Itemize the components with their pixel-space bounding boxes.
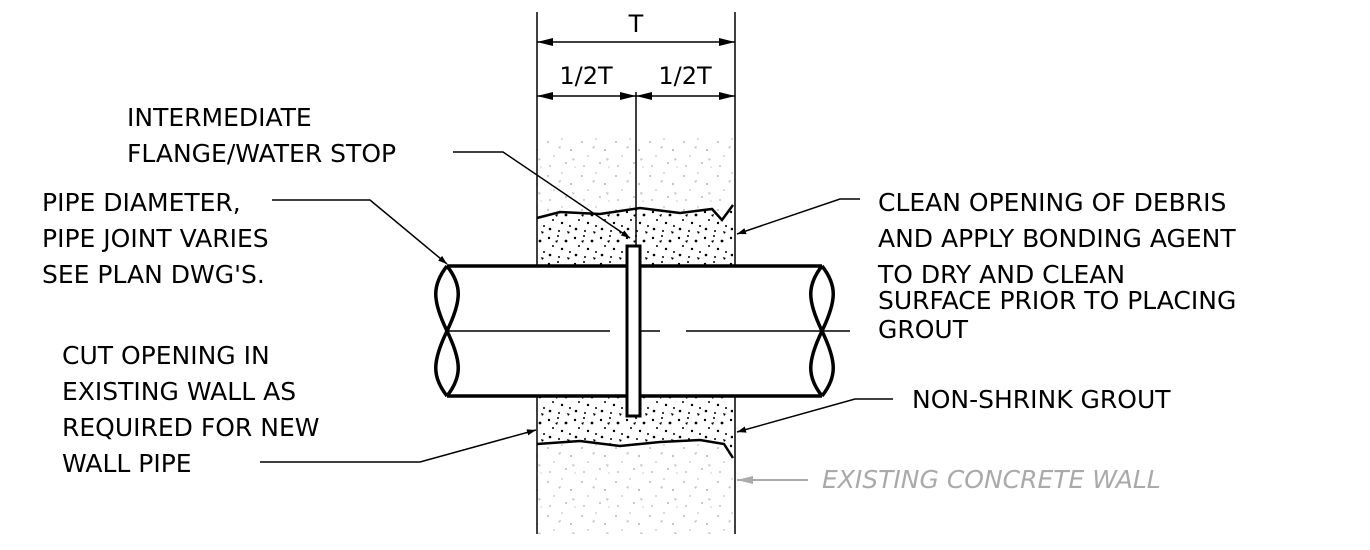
grout-leader — [736, 398, 893, 433]
pipe-leader — [272, 199, 448, 265]
opening-leader — [260, 429, 537, 463]
dimension-half-right-label: 1/2T — [658, 62, 712, 90]
bonding-callout-line-5: GROUT — [878, 315, 969, 344]
bonding-leader — [736, 198, 860, 235]
opening-callout-line-4: WALL PIPE — [62, 449, 192, 478]
pipe-callout-line-1: PIPE DIAMETER, — [42, 188, 241, 217]
lower-grout-break-line — [536, 438, 735, 459]
pipe-callout-line-3: SEE PLAN DWG'S. — [42, 260, 265, 289]
flange-callout-line-2: FLANGE/WATER STOP — [127, 139, 396, 168]
pipe-callout-line-2: PIPE JOINT VARIES — [42, 224, 269, 253]
opening-callout-line-2: EXISTING WALL AS — [62, 377, 296, 406]
upper-grout — [537, 205, 733, 266]
lower-grout — [537, 396, 733, 458]
opening-callout-line-1: CUT OPENING IN — [62, 341, 270, 370]
dimension-t-label: T — [628, 10, 644, 38]
opening-callout-line-3: REQUIRED FOR NEW — [62, 413, 319, 442]
water-stop-flange — [625, 244, 642, 418]
flange-callout-line-1: INTERMEDIATE — [127, 103, 312, 132]
bonding-callout-line-2: AND APPLY BONDING AGENT — [878, 224, 1236, 253]
bonding-callout-line-4: SURFACE PRIOR TO PLACING — [878, 286, 1236, 315]
dimension-half-left-label: 1/2T — [559, 62, 613, 90]
bonding-callout-line-3: TO DRY AND CLEAN — [877, 260, 1125, 289]
grout-callout: NON-SHRINK GROUT — [912, 385, 1171, 414]
flange-leader — [453, 151, 631, 239]
existing-wall-callout: EXISTING CONCRETE WALL — [822, 465, 1161, 494]
bonding-callout-line-1: CLEAN OPENING OF DEBRIS — [878, 188, 1226, 217]
upper-grout-break-line — [536, 204, 735, 222]
